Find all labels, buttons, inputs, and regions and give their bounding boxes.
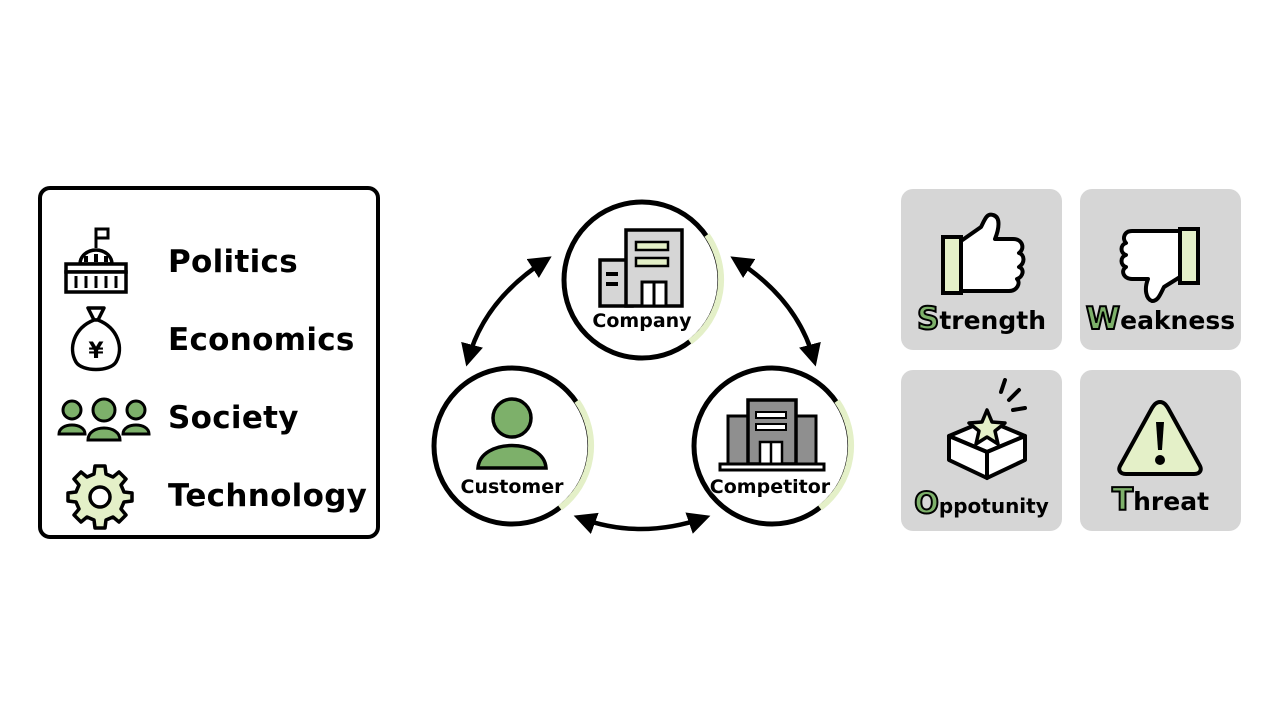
swot-rest-opportunity: ppotunity	[938, 494, 1049, 518]
person-icon	[476, 397, 548, 470]
thumbs-up-icon	[901, 197, 1062, 307]
swot-initial-weakness: W	[1085, 300, 1121, 338]
pest-label-economics: Economics	[168, 322, 355, 358]
company-node	[561, 199, 725, 361]
swot-tile-threat: Threat	[1080, 370, 1241, 531]
swot-rest-strength: trength	[939, 306, 1046, 335]
pest-label-politics: Politics	[168, 244, 298, 280]
svg-text:¥: ¥	[88, 339, 104, 364]
pest-item-technology: Technology	[42, 460, 376, 532]
arrow-customer-competitor	[573, 512, 711, 534]
government-building-icon	[54, 226, 144, 298]
swot-tile-opportunity: Oppotunity	[901, 370, 1062, 531]
three-c-diagram: Company Customer Competitor	[420, 190, 870, 550]
gear-icon	[54, 460, 144, 532]
swot-rest-weakness: eakness	[1120, 306, 1236, 335]
money-bag-yen-icon: ¥	[54, 304, 144, 376]
swot-initial-threat: T	[1111, 481, 1134, 519]
arrow-company-competitor	[730, 256, 821, 367]
gift-box-star-icon	[901, 378, 1062, 488]
pest-label-technology: Technology	[168, 478, 368, 514]
competitor-label: Competitor	[709, 476, 831, 498]
swot-label-threat: Threat	[1080, 481, 1241, 519]
arrow-company-customer	[461, 256, 552, 367]
office-building-icon	[598, 228, 684, 308]
swot-label-strength: Strength	[901, 300, 1062, 338]
swot-initial-opportunity: O	[913, 485, 940, 521]
thumbs-down-icon	[1080, 197, 1241, 307]
customer-label: Customer	[460, 476, 564, 498]
swot-label-opportunity: Oppotunity	[901, 485, 1062, 521]
warning-sign-icon	[1080, 378, 1241, 488]
pest-item-politics: Politics	[42, 226, 376, 298]
customer-node	[431, 365, 595, 527]
swot-initial-strength: S	[916, 300, 940, 338]
pest-item-economics: ¥ Economics	[42, 304, 376, 376]
competitor-building-icon	[718, 398, 826, 472]
swot-label-weakness: Weakness	[1080, 300, 1241, 338]
swot-tile-strength: Strength	[901, 189, 1062, 350]
swot-tile-weakness: Weakness	[1080, 189, 1241, 350]
company-label: Company	[592, 310, 692, 332]
pest-label-society: Society	[168, 400, 299, 436]
swot-rest-threat: hreat	[1133, 487, 1210, 516]
people-group-icon	[56, 382, 151, 454]
pest-panel: Politics ¥ Economics	[38, 186, 380, 539]
pest-item-society: Society	[42, 382, 376, 454]
competitor-node	[691, 365, 855, 527]
